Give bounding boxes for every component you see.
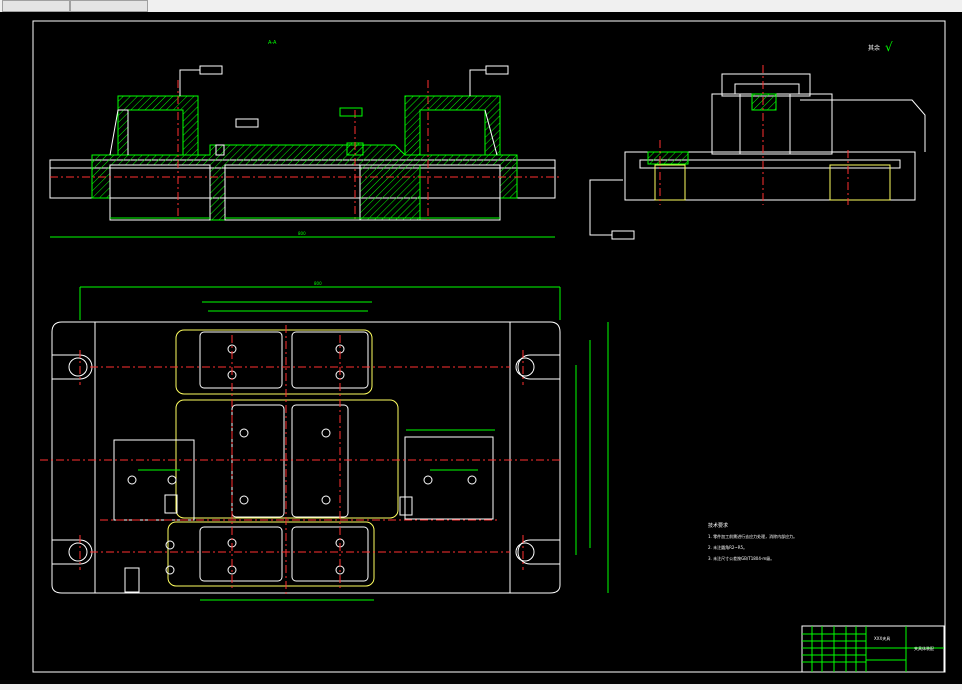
dim-text: 800	[298, 231, 306, 236]
plan-view: 800	[40, 281, 609, 601]
roughness-note: 其余	[868, 44, 880, 52]
toolbar-tab[interactable]	[2, 0, 70, 12]
drawing-no: 夹具体装配	[914, 645, 934, 651]
tech-req-line: 1. 零件加工前需进行去应力处理，消除内部应力。	[708, 533, 797, 539]
technical-requirements: 技术要求 1. 零件加工前需进行去应力处理，消除内部应力。 2. 未注圆角R2~…	[708, 522, 797, 561]
tech-req-line: 2. 未注圆角R2~R5。	[708, 544, 747, 550]
tech-req-title: 技术要求	[708, 522, 728, 529]
drawing-border	[32, 20, 946, 673]
side-view: 其余 √	[589, 40, 926, 240]
section-hatch	[91, 144, 518, 221]
roughness-symbol: √	[885, 40, 893, 54]
tech-req-line: 3. 未注尺寸公差按GB/T1804-m级。	[708, 555, 774, 561]
title-block: XXX夹具 夹具体装配	[801, 625, 945, 673]
cad-drawing: A-A 800 其余 √	[32, 20, 946, 673]
dim-text: 800	[314, 281, 322, 286]
part-name: XXX夹具	[874, 635, 890, 641]
toolbar-tab[interactable]	[70, 0, 148, 12]
status-bar	[0, 684, 962, 690]
section-label: A-A	[268, 40, 277, 46]
cad-drawing-canvas[interactable]: A-A 800 其余 √	[0, 12, 962, 688]
front-section-view: A-A 800	[49, 40, 560, 238]
